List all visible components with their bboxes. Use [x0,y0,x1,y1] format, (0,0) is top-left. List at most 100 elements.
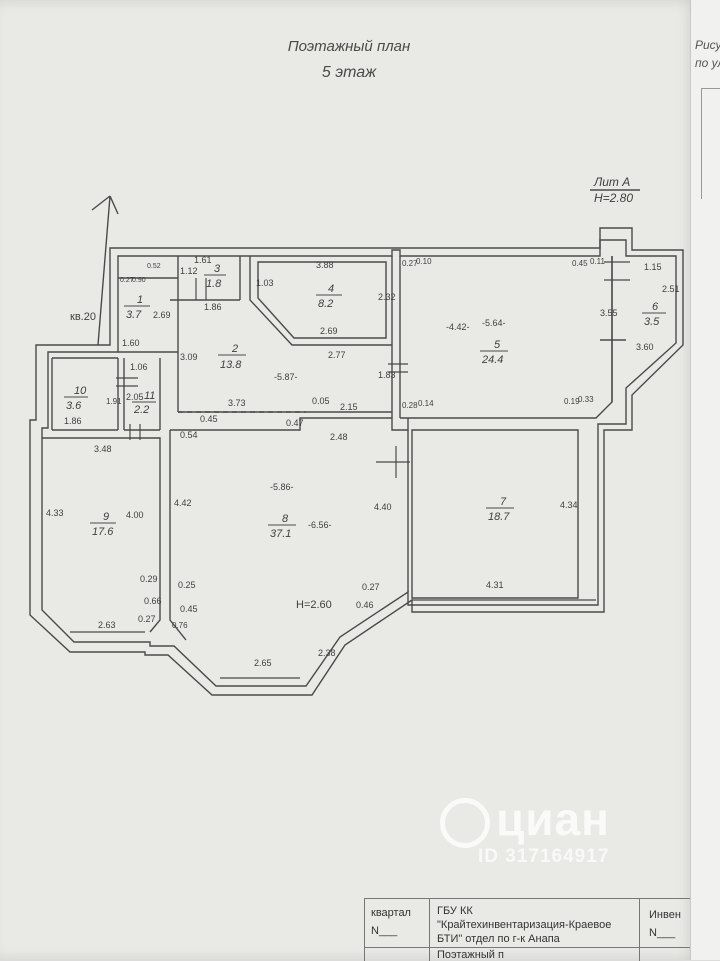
watermark-brand: циан [496,793,610,845]
stamp-inven: Инвен [649,909,681,921]
lit-label: Лит А [593,175,630,189]
dim: 0.52 [147,263,161,270]
room-4-number: 4 [328,283,334,295]
dim: 4.40 [374,502,392,512]
dim: 0.45 [180,604,198,614]
dim: 0.76 [172,621,188,630]
dim: 1.91 [106,397,122,406]
dim: -5.86- [270,482,294,492]
room-10-area: 3.6 [66,400,82,412]
room-9-area: 17.6 [92,526,114,538]
dim: 0.54 [180,430,198,440]
dim: 4.33 [46,508,64,518]
room-4-area: 8.2 [318,298,333,310]
dim: 0.10 [416,257,432,266]
stamp-bottom-text: Поэтажный п [437,949,504,961]
adjacent-text-1: Рисун [695,38,720,52]
dim: 0.66 [144,596,162,606]
stamp-kvartal: квартал [371,907,411,919]
dim: 4.31 [486,580,504,590]
room-2-number: 2 [231,343,238,355]
room-8-area: 37.1 [270,528,291,540]
dim: -4.42- [446,322,470,332]
dim: 2.48 [330,432,348,442]
dim: 3.73 [228,398,246,408]
adjacent-text-2: по ул [695,56,720,70]
height-top: H=2.80 [594,191,633,205]
dim: 3.48 [94,444,112,454]
plan-sheet: Поэтажный план 5 этаж [0,0,699,961]
cian-logo-icon [440,797,490,848]
apartment-label: кв.20 [70,311,96,323]
room-9-number: 9 [103,511,109,523]
adjacent-sheet-edge: Рисун по ул [690,0,720,960]
dim: 2.38 [318,648,336,658]
room-11-area: 2.2 [133,404,149,416]
dim: 0.45 [200,414,218,424]
room-8-number: 8 [282,513,289,525]
dim: 0.33 [578,395,594,404]
dim: 2.51 [662,284,680,294]
stamp-org-line2: "Крайтехинвентаризация-Краевое [437,919,612,931]
dim: 4.42 [174,498,192,508]
dim: 2.15 [340,402,358,412]
dim: 4.00 [126,510,144,520]
openings [70,261,630,679]
dim: 2.63 [98,620,116,630]
stamp-divider [639,899,640,961]
room-7-area: 18.7 [488,511,510,523]
dim: 0.27 [138,614,156,624]
dim: 1.15 [644,262,662,272]
dim: 0.27 [120,277,134,284]
room-6-area: 3.5 [644,316,660,328]
dim: 0.27 [362,582,380,592]
dim: 3.88 [316,260,334,270]
dim: 0.05 [312,396,330,406]
dim: 0.14 [418,399,434,408]
dim: 1.61 [194,255,212,265]
dim: 1.86 [204,302,222,312]
dim: 0.45 [572,259,588,268]
north-arrow [91,195,119,346]
interior-walls [42,256,626,641]
stamp-kvartal-number: N___ [371,925,398,937]
dim: 2.69 [320,326,338,336]
height-room8: H=2.60 [296,599,332,611]
plan-title: Поэтажный план [287,38,411,55]
dim: 0.47 [286,418,304,428]
stamp-org-line3: БТИ" отдел по г-к Анапа [437,933,560,945]
dim: 0.27 [402,259,418,268]
dim: 1.60 [122,338,140,348]
room-11-number: 11 [144,390,155,402]
dim: -5.87- [274,372,298,382]
dim: 1.86 [64,416,82,426]
dim: 2.32 [378,292,396,302]
dim: 2.69 [153,310,171,320]
dim: 0.11 [590,257,606,266]
dim: 3.55 [600,308,618,318]
stamp-org-line1: ГБУ КК [437,905,473,917]
room-2-area: 13.8 [220,359,242,371]
room-5-number: 5 [494,339,501,351]
room-10-number: 10 [74,385,87,397]
dim: 0.28 [402,401,418,410]
floor-plan-drawing: 1 3.7 2 13.8 3 1.8 4 8.2 5 24.4 6 3.5 7 … [29,175,684,696]
title-block: квартал N___ ГБУ КК "Крайтехинвентаризац… [364,898,699,961]
floor-label: 5 этаж [321,64,377,81]
dim: 0.29 [140,574,158,584]
dim: 0.46 [356,600,374,610]
dim: -6.56- [308,520,332,530]
dim: 0.19 [564,397,580,406]
room-5-area: 24.4 [481,354,503,366]
dim: 1.06 [130,362,148,372]
dim: 1.03 [256,278,274,288]
dim: 3.60 [636,342,654,352]
dim: 2.65 [254,658,272,668]
stamp-divider [429,899,430,961]
dim: -5.64- [482,318,506,328]
adjacent-table-fragment [701,88,720,199]
room-1-number: 1 [137,294,143,306]
outer-walls [29,227,684,696]
dim: 3.09 [180,352,198,362]
room-7-number: 7 [500,496,507,508]
